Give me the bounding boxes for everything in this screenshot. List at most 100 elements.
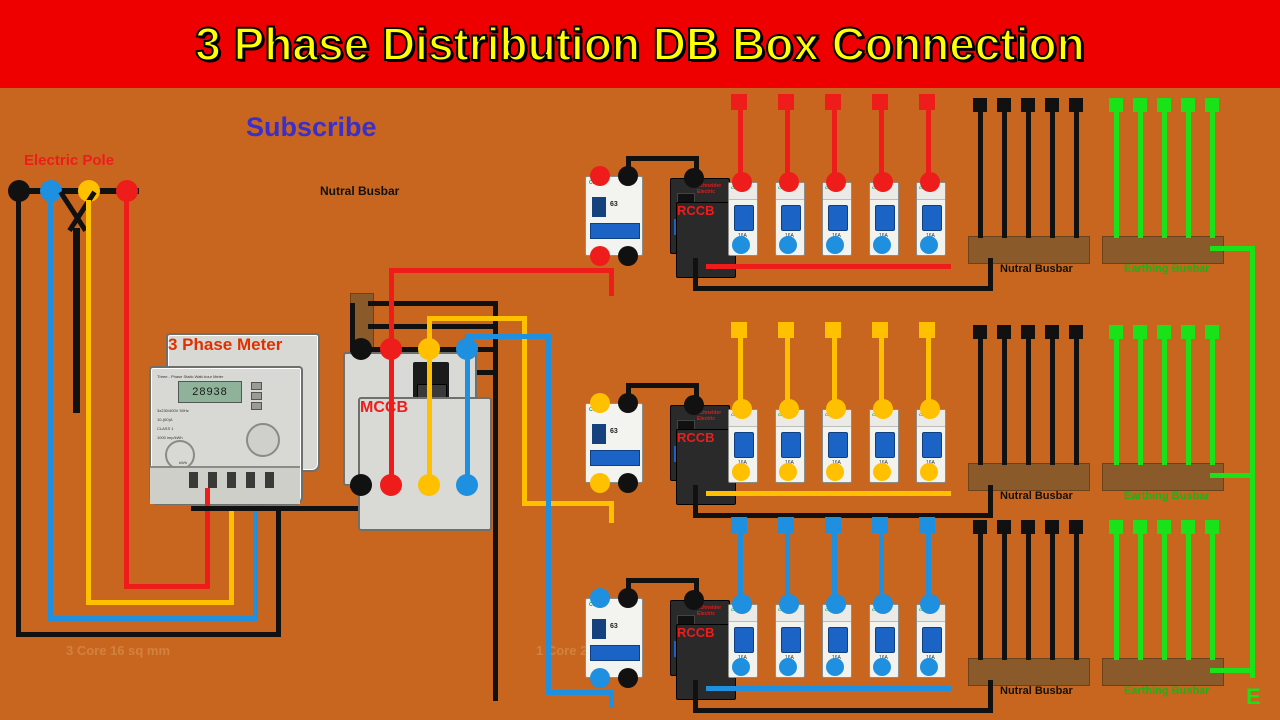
meter-button-2[interactable] — [251, 392, 262, 400]
wire-blue-riser — [465, 334, 470, 482]
row3-load-arrow-3 — [825, 517, 841, 533]
row3-main-dp-mcb[interactable]: CHNT 63 — [585, 598, 643, 678]
row1-load-wire-4 — [879, 108, 884, 174]
row1-dp-out-neutral — [618, 246, 638, 266]
meter-button-1[interactable] — [251, 382, 262, 390]
wire-blue-down — [48, 200, 53, 620]
row3-dp-rating: 63 — [610, 623, 618, 630]
row1-mcb-1-switch[interactable] — [734, 205, 754, 231]
meter-button-3[interactable] — [251, 402, 262, 410]
row1-mcb-4-switch[interactable] — [875, 205, 895, 231]
meter-display: 28938 — [178, 381, 242, 403]
wire-yellow-seg1 — [427, 316, 527, 321]
row2-mcb-1-switch[interactable] — [734, 432, 754, 458]
wire-blue-bottom — [48, 616, 258, 621]
row3-mcb-1-switch[interactable] — [734, 627, 754, 653]
row3-rccb-in — [684, 590, 704, 610]
row1-mcb-5-switch[interactable] — [922, 205, 942, 231]
row3-dp-in-blue — [590, 588, 610, 608]
three-phase-meter: 28938 Three - Phase Static Watt-hour Met… — [149, 366, 303, 505]
row2-earth-arrow-1 — [1109, 325, 1123, 339]
meter-knob[interactable] — [246, 423, 280, 457]
wire-red-bottom — [124, 584, 208, 589]
row3-load-arrow-1 — [731, 517, 747, 533]
row3-earth-busbar — [1102, 658, 1224, 686]
row2-neutral-return-h — [693, 513, 993, 518]
wire-red-up-to-meter — [205, 506, 210, 589]
label-neutral-busbar-left: Nutral Busbar — [320, 184, 400, 198]
wire-blue-seg1 — [465, 334, 551, 339]
row3-mcb-3-switch[interactable] — [828, 627, 848, 653]
row1-mcb-2-in-dot — [779, 172, 799, 192]
row3-neutral-arrow-3 — [1021, 520, 1035, 534]
wire-red-down — [124, 200, 129, 588]
row2-dp-switch[interactable] — [592, 424, 606, 444]
row3-mcb-2-in-dot — [779, 594, 799, 614]
wire-yellow-up-to-meter — [229, 506, 234, 605]
row1-neutral-riser-1 — [978, 112, 983, 238]
row1-neutral-arrow-4 — [1045, 98, 1059, 112]
row3-dp-switch[interactable] — [592, 619, 606, 639]
row1-neutral-riser-4 — [1050, 112, 1055, 238]
row2-mcb-2-switch[interactable] — [781, 432, 801, 458]
row1-neutral-return-v — [693, 258, 698, 290]
row1-neutral-arrow-5 — [1069, 98, 1083, 112]
row3-neutral-return-up — [988, 680, 993, 710]
row1-neutral-return-h — [693, 286, 993, 291]
meter-text-line3: 10-(60)A — [157, 417, 173, 422]
row3-load-wire-5 — [926, 531, 931, 597]
title-bar: 3 Phase Distribution DB Box Connection — [0, 0, 1280, 88]
meter-text-line1: Three - Phase Static Watt-hour Meter — [157, 374, 224, 379]
row2-jumper-top — [626, 383, 698, 388]
page-title: 3 Phase Distribution DB Box Connection — [194, 17, 1085, 71]
row1-dp-rating: 63 — [610, 201, 618, 208]
row1-neutral-riser-2 — [1002, 112, 1007, 238]
label-electric-pole: Electric Pole — [24, 152, 115, 169]
row2-load-wire-1 — [738, 336, 743, 402]
row2-mcb-4-switch[interactable] — [875, 432, 895, 458]
row3-neutral-riser-3 — [1026, 534, 1031, 660]
row3-earth-arrow-4 — [1181, 520, 1195, 534]
row2-load-arrow-5 — [919, 322, 935, 338]
row3-dp-out-blue — [590, 668, 610, 688]
row2-rccb-in — [684, 395, 704, 415]
row2-main-dp-mcb[interactable]: CHNT 63 — [585, 403, 643, 483]
pole-mast — [73, 228, 80, 413]
row3-mcb-4-switch[interactable] — [875, 627, 895, 653]
row3-load-wire-2 — [785, 531, 790, 597]
row1-jumper-right — [694, 156, 699, 178]
row1-mcb-3-switch[interactable] — [828, 205, 848, 231]
row1-neutral-arrow-1 — [973, 98, 987, 112]
row1-dp-bar — [590, 223, 640, 239]
row1-dp-switch[interactable] — [592, 197, 606, 217]
row1-load-wire-3 — [832, 108, 837, 174]
row3-neutral-arrow-2 — [997, 520, 1011, 534]
row3-earth-riser-5 — [1210, 534, 1215, 660]
row2-mcb-5-switch[interactable] — [922, 432, 942, 458]
row2-load-wire-4 — [879, 336, 884, 402]
row1-mcb-2-switch[interactable] — [781, 205, 801, 231]
row3-mcb-2-out-dot — [779, 658, 797, 676]
wire-blue-row3-drop — [609, 690, 614, 708]
row3-neutral-busbar-label: Nutral Busbar — [1000, 685, 1073, 697]
wire-yellow-riser — [427, 316, 432, 482]
row1-earth-arrow-3 — [1157, 98, 1171, 112]
wire-yellow-seg3 — [522, 501, 614, 506]
row1-mcb-5-in-dot — [920, 172, 940, 192]
row3-neutral-riser-5 — [1074, 534, 1079, 660]
row3-mcb-2-switch[interactable] — [781, 627, 801, 653]
row1-main-dp-mcb[interactable]: CHNT 63 — [585, 176, 643, 256]
row1-earth-busbar — [1102, 236, 1224, 264]
mccb-terminal-n — [350, 338, 372, 360]
row3-neutral-return-h — [693, 708, 993, 713]
pole-terminal-neutral — [8, 180, 30, 202]
row2-earth-arrow-4 — [1181, 325, 1195, 339]
row3-neutral-return-v — [693, 680, 698, 712]
row2-mcb-3-switch[interactable] — [828, 432, 848, 458]
row3-mcb-3-out-dot — [826, 658, 844, 676]
row3-mcb-5-switch[interactable] — [922, 627, 942, 653]
row1-load-wire-2 — [785, 108, 790, 174]
row2-neutral-riser-1 — [978, 339, 983, 465]
row2-load-arrow-3 — [825, 322, 841, 338]
row2-neutral-riser-4 — [1050, 339, 1055, 465]
